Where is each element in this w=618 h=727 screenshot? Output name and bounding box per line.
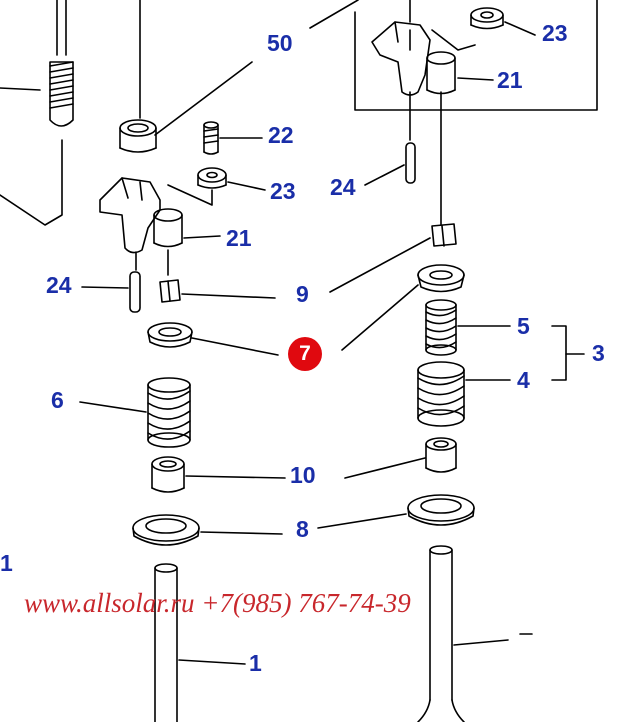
pointer-50 <box>154 61 253 136</box>
pointer-6 <box>79 401 147 413</box>
seal-10-right <box>425 437 457 473</box>
pointer-7-right <box>341 284 419 351</box>
pointer-9-right <box>329 237 431 293</box>
sleeve-top <box>426 51 456 95</box>
pointer-1-bottom <box>178 659 246 665</box>
sleeve-mid <box>153 208 183 248</box>
seal-10-left <box>151 456 185 493</box>
long-stud <box>49 0 74 127</box>
pointer-7-left <box>191 337 279 356</box>
callout-21-mid: 21 <box>226 225 252 251</box>
washer-8-right <box>407 494 475 526</box>
pin-24-right <box>405 142 416 184</box>
pointer-23-top <box>504 21 536 36</box>
pointer-24-left <box>81 286 129 289</box>
callout-4: 4 <box>517 367 530 393</box>
callout-5: 5 <box>517 313 530 339</box>
retainer-7-right <box>417 264 465 293</box>
callout-22: 22 <box>268 122 294 148</box>
pointer-21-top <box>431 29 476 51</box>
pointer-24-right <box>364 164 405 186</box>
callout-3: 3 <box>592 340 605 366</box>
callout-10: 10 <box>290 462 316 488</box>
nut-top <box>470 7 504 30</box>
callout-7-highlight: 7 <box>288 337 322 371</box>
inset-frame <box>354 0 598 111</box>
callout-24-right: 24 <box>330 174 356 200</box>
callout-6: 6 <box>51 387 64 413</box>
keeper-9-right <box>431 223 457 247</box>
retainer-7-mid <box>147 322 193 348</box>
pointer-21-mid-a <box>167 184 213 206</box>
bracket-3 <box>551 325 567 381</box>
callout-1-edge: 1 <box>0 550 13 576</box>
pointer-8-left <box>200 531 283 535</box>
outer-spring-4 <box>417 361 465 427</box>
pointer-1-right <box>453 639 509 646</box>
pointer-left-edge-top <box>0 87 41 91</box>
pointer-left-edge-bottom <box>0 139 63 226</box>
callout-24-left: 24 <box>46 272 72 298</box>
pointer-8-right <box>317 513 407 529</box>
pointer-10-left <box>185 475 286 479</box>
nut-23-mid <box>197 167 227 189</box>
watermark-text: www.allsolar.ru +7(985) 767-74-39 <box>24 588 411 618</box>
callout-23-top: 23 <box>542 20 568 46</box>
spring-6 <box>147 377 191 448</box>
pin-24-left <box>129 271 141 313</box>
rocker-arm-top <box>371 0 431 96</box>
callout-23-mid: 23 <box>270 178 296 204</box>
pointer-21-top-b <box>457 77 494 81</box>
pointer-21-mid <box>183 235 221 239</box>
pointer-10-right <box>344 457 426 479</box>
pointer-9-left <box>181 293 276 299</box>
callout-50: 50 <box>267 30 293 56</box>
callout-9: 9 <box>296 281 309 307</box>
valve-cap-50 <box>119 119 157 153</box>
valve-stem-left <box>154 563 178 723</box>
callout-1-bottom: 1 <box>249 650 262 676</box>
pointer-23-mid <box>227 181 266 191</box>
washer-8-left <box>132 514 200 546</box>
callout-8: 8 <box>296 516 309 542</box>
stud-22 <box>203 121 219 155</box>
inner-spring-5 <box>425 299 457 356</box>
pointer-50-b <box>309 0 359 29</box>
valve-stem-right <box>417 545 465 723</box>
rocker-arm-mid <box>99 177 161 254</box>
keeper-9-mid <box>159 279 181 303</box>
callout-21-top: 21 <box>497 67 523 93</box>
